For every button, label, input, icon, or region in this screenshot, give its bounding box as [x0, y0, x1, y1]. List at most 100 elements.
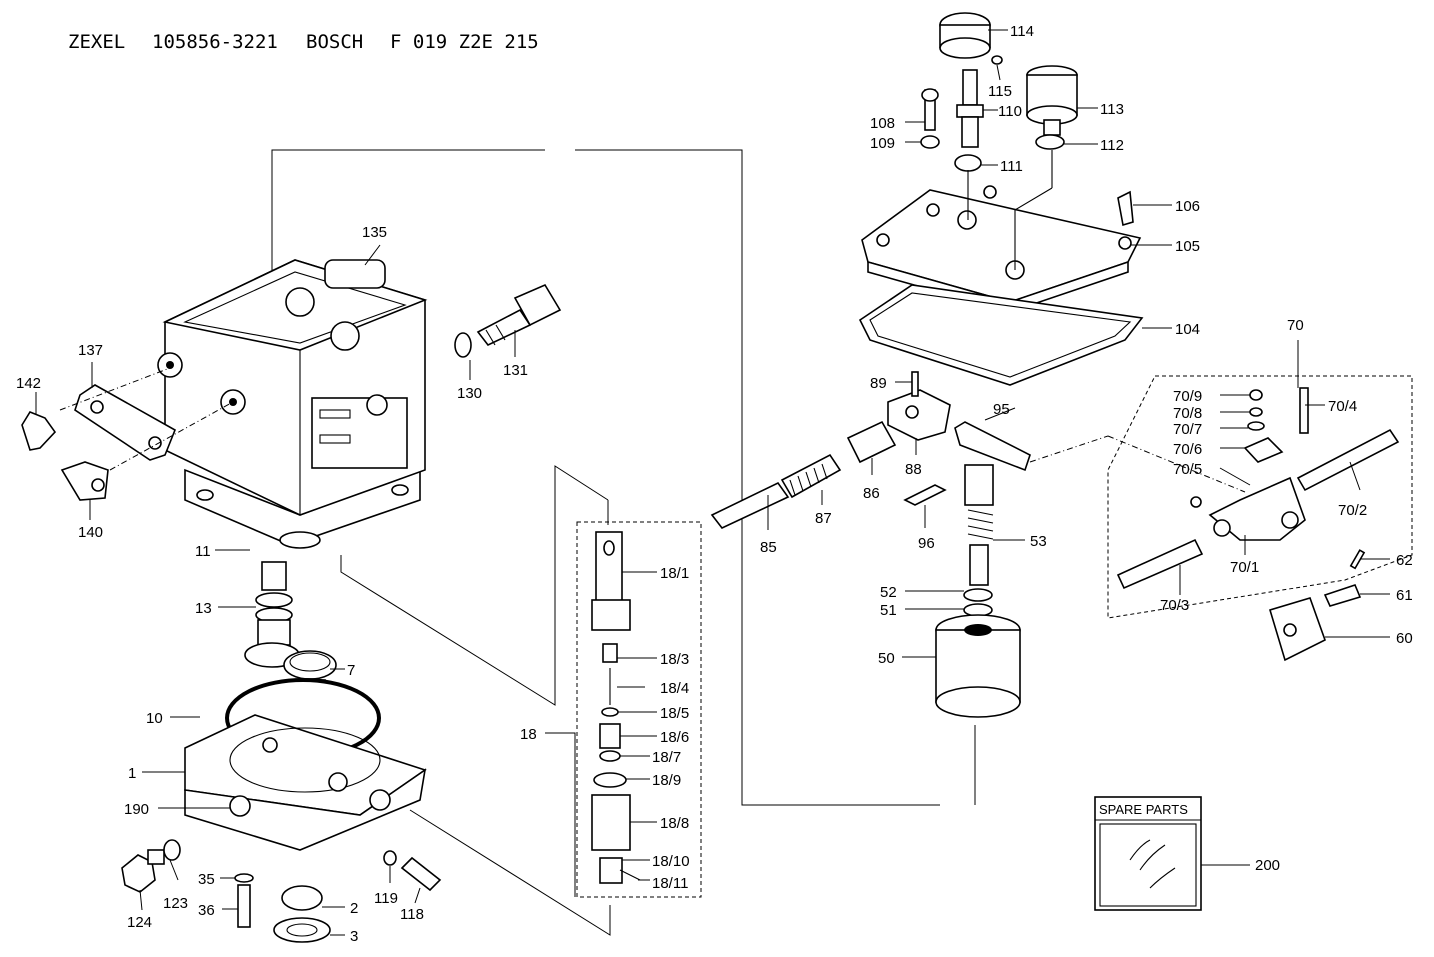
callout-88: 88 — [905, 461, 922, 478]
pin-61 — [1323, 584, 1362, 607]
callout-18-7: 18/7 — [652, 749, 681, 766]
callout-70-9: 70/9 — [1173, 388, 1202, 405]
callout-18-10: 18/10 — [652, 853, 690, 870]
callout-95: 95 — [993, 401, 1010, 418]
bosch-part-number: F 019 Z2E 215 — [390, 31, 539, 53]
callout-13: 13 — [195, 600, 212, 617]
callout-124: 124 — [127, 914, 152, 931]
washer-35 — [234, 873, 254, 883]
pin-89 — [911, 371, 919, 397]
callout-114: 114 — [1010, 23, 1034, 40]
seal-ring-119 — [383, 850, 397, 866]
bearing-2 — [281, 885, 323, 911]
callout-53: 53 — [1030, 533, 1047, 550]
nut-111 — [954, 154, 982, 172]
pin-62 — [1349, 549, 1366, 570]
callout-18: 18 — [520, 726, 537, 743]
callout-10: 10 — [146, 710, 163, 727]
callout-36: 36 — [198, 902, 215, 919]
callout-123: 123 — [163, 895, 188, 912]
callout-70-1: 70/1 — [1230, 559, 1259, 576]
spare-parts-box — [1094, 796, 1202, 911]
washer-70-8 — [1249, 407, 1263, 417]
callout-108: 108 — [870, 115, 895, 132]
fork-60 — [1269, 597, 1326, 662]
callout-70-3: 70/3 — [1160, 597, 1189, 614]
bearing-3 — [273, 917, 331, 943]
callout-140: 140 — [78, 524, 103, 541]
callout-200: 200 — [1255, 857, 1280, 874]
lever-142 — [21, 411, 57, 451]
callout-35: 35 — [198, 871, 215, 888]
washer-109 — [920, 135, 940, 149]
valve-assembly-18 — [591, 531, 641, 884]
leader-lines — [35, 29, 1390, 936]
callout-labels: 114 115 108 109 110 111 113 112 106 105 … — [16, 23, 1413, 945]
callout-190: 190 — [124, 801, 149, 818]
callout-60: 60 — [1396, 630, 1413, 647]
callout-142: 142 — [16, 375, 41, 392]
zexel-part-number: 105856-3221 — [152, 31, 278, 53]
screw-70-9 — [1249, 389, 1263, 401]
plug-bolt-124 — [121, 854, 156, 893]
callout-18-9: 18/9 — [652, 772, 681, 789]
callout-111: 111 — [1000, 158, 1023, 175]
callout-2: 2 — [350, 900, 358, 917]
callout-87: 87 — [815, 510, 832, 527]
adjusting-screw — [454, 283, 562, 358]
shaft-70-2 — [1296, 428, 1400, 492]
callout-119: 119 — [374, 890, 398, 907]
plunger-53 — [964, 464, 994, 586]
gasket-plate — [59, 367, 234, 471]
callout-18-6: 18/6 — [660, 729, 689, 746]
callout-70-6: 70/6 — [1173, 441, 1202, 458]
callout-1: 1 — [128, 765, 136, 782]
callout-109: 109 — [870, 135, 895, 152]
callout-51: 51 — [880, 602, 897, 619]
cap-113 — [1026, 65, 1078, 136]
base-flange — [184, 714, 427, 851]
callout-115: 115 — [988, 83, 1012, 100]
plate-70-6 — [1243, 437, 1284, 463]
callout-50: 50 — [878, 650, 895, 667]
lever-88 — [887, 389, 951, 441]
shaft-110 — [956, 69, 984, 148]
governor-housing — [157, 259, 428, 549]
callout-18-5: 18/5 — [660, 705, 689, 722]
callout-18-4: 18/4 — [660, 680, 689, 697]
spare-parts-title: SPARE PARTS — [1099, 802, 1188, 817]
callout-3: 3 — [350, 928, 358, 945]
callout-131: 131 — [503, 362, 528, 379]
drive-shaft — [244, 561, 300, 668]
callout-135: 135 — [362, 224, 387, 241]
callout-112: 112 — [1100, 137, 1124, 154]
lever-70-1 — [1208, 476, 1306, 541]
bolt-106 — [1117, 190, 1134, 227]
screw-118 — [400, 856, 442, 892]
sleeve-86 — [846, 420, 897, 464]
callout-130: 130 — [457, 385, 482, 402]
callout-62: 62 — [1396, 552, 1413, 569]
callout-70-7: 70/7 — [1173, 421, 1202, 438]
washer-112 — [1035, 134, 1065, 150]
callout-137: 137 — [78, 342, 103, 359]
callout-70-2: 70/2 — [1338, 502, 1367, 519]
screw-36 — [237, 884, 251, 928]
clip-96 — [903, 484, 947, 506]
washer-123 — [163, 839, 181, 861]
callout-70: 70 — [1287, 317, 1304, 334]
group-box-70 — [1107, 375, 1413, 619]
callout-11: 11 — [195, 543, 211, 560]
callout-70-8: 70/8 — [1173, 405, 1202, 422]
callout-18-3: 18/3 — [660, 651, 689, 668]
knob-114 — [939, 12, 991, 59]
spring-87 — [780, 453, 842, 499]
spring-70-7 — [1247, 421, 1265, 431]
callout-118: 118 — [400, 906, 424, 923]
callout-52: 52 — [880, 584, 897, 601]
callout-96: 96 — [918, 535, 935, 552]
pin-115 — [991, 55, 1003, 65]
brand-label: ZEXEL — [68, 31, 125, 53]
pin-70-4 — [1299, 387, 1309, 434]
